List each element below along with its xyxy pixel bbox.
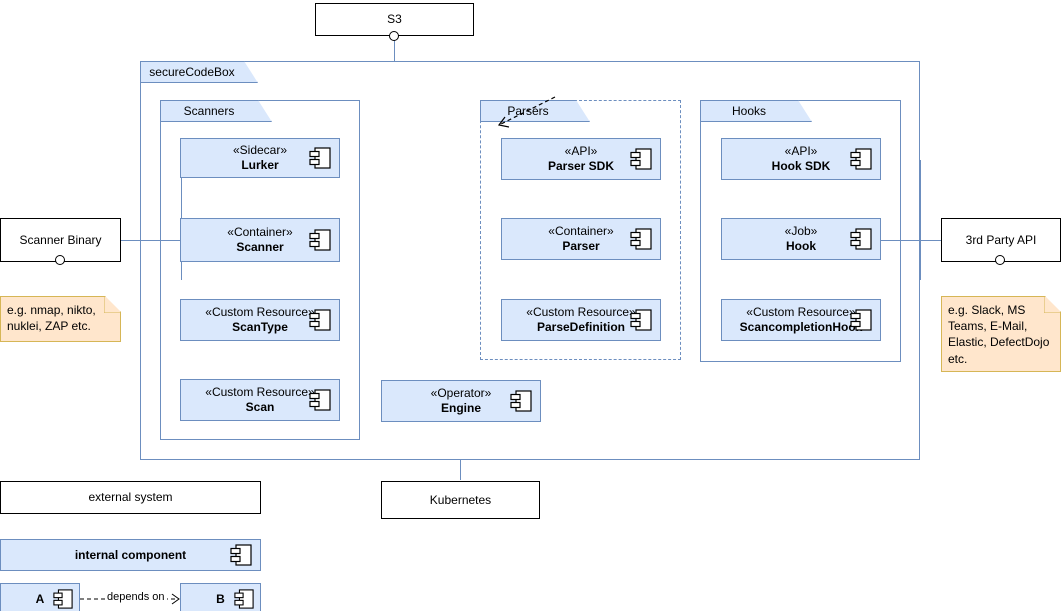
- connector-third-party-api-v2: [920, 160, 921, 280]
- external-box-third-party-api: 3rd Party API: [941, 218, 1061, 262]
- frame-scanners-label: Scanners: [160, 100, 272, 122]
- component-hook-name: Hook: [786, 238, 816, 253]
- note-fold-icon: [104, 297, 120, 313]
- component-engine-stereotype: «Operator»: [430, 385, 492, 400]
- component-scan-stereotype: «Custom Resource»: [205, 384, 315, 399]
- component-hook-stereotype: «Job»: [784, 223, 818, 238]
- component-hook-sdk[interactable]: «API» Hook SDK: [721, 138, 881, 180]
- component-scanner-name: Scanner: [236, 239, 284, 254]
- external-box-third-party-api-label: 3rd Party API: [965, 232, 1037, 247]
- dependency-arrow-parsers: [497, 96, 556, 128]
- frame-hooks-label: Hooks: [700, 100, 812, 122]
- legend-internal-component: internal component: [0, 539, 261, 571]
- component-hook[interactable]: «Job» Hook: [721, 218, 881, 260]
- component-engine-name: Engine: [440, 400, 481, 415]
- external-box-kubernetes-label: Kubernetes: [429, 492, 492, 507]
- component-parser-stereotype: «Container»: [548, 223, 614, 238]
- legend-node-a: A: [0, 583, 80, 611]
- frame-securecodebox: secureCodeBox: [140, 61, 920, 460]
- component-parser[interactable]: «Container» Parser: [501, 218, 661, 260]
- component-lurker-stereotype: «Sidecar»: [232, 142, 288, 157]
- connector-third-party-api-h: [880, 240, 942, 241]
- note-scanner-examples: e.g. nmap, nikto, nuklei, ZAP etc.: [0, 296, 121, 342]
- component-scantype-name: ScanType: [232, 319, 288, 334]
- component-scantype-stereotype: «Custom Resource»: [205, 304, 315, 319]
- connector-securecodebox-to-kubernetes: [460, 460, 461, 480]
- note-fold-icon: [1044, 297, 1060, 313]
- component-scan-name: Scan: [245, 399, 275, 414]
- uml-component-icon: [234, 589, 254, 609]
- component-parser-sdk[interactable]: «API» Parser SDK: [501, 138, 661, 180]
- component-hook-sdk-name: Hook SDK: [771, 158, 831, 173]
- component-parser-name: Parser: [562, 238, 600, 253]
- uml-component-icon: [850, 228, 872, 250]
- component-parser-sdk-stereotype: «API»: [564, 143, 598, 158]
- component-scan[interactable]: «Custom Resource» Scan: [180, 379, 340, 421]
- external-box-kubernetes: Kubernetes: [381, 481, 540, 519]
- lollipop-scanner-binary: [55, 255, 65, 265]
- lollipop-s3: [389, 31, 399, 41]
- component-lurker[interactable]: «Sidecar» Lurker: [180, 138, 340, 178]
- connector-scanner-binary-h: [121, 240, 181, 241]
- note-hook-examples: e.g. Slack, MS Teams, E-Mail, Elastic, D…: [941, 296, 1061, 372]
- component-scantype[interactable]: «Custom Resource» ScanType: [180, 299, 340, 341]
- uml-component-icon: [630, 228, 652, 250]
- legend-node-b: B: [180, 583, 261, 611]
- component-scancompletionhook-stereotype: «Custom Resource»: [746, 304, 856, 319]
- component-parsedefinition-name: ParseDefinition: [536, 319, 626, 334]
- component-engine[interactable]: «Operator» Engine: [381, 380, 541, 422]
- legend-external-system-label: external system: [88, 490, 173, 504]
- component-scanner[interactable]: «Container» Scanner: [180, 218, 340, 262]
- legend-edge-label: depends on: [105, 591, 167, 603]
- uml-component-icon: [53, 589, 73, 609]
- uml-component-icon: [309, 147, 331, 169]
- uml-component-icon: [630, 148, 652, 170]
- component-scancompletionhook-name: ScancompletionHook: [739, 319, 863, 334]
- legend-node-a-label: A: [35, 592, 45, 606]
- uml-component-icon: [309, 229, 331, 251]
- component-parsedefinition-stereotype: «Custom Resource»: [526, 304, 636, 319]
- legend-external-system: external system: [0, 481, 261, 514]
- external-box-s3: S3: [315, 3, 474, 36]
- component-lurker-name: Lurker: [241, 157, 279, 172]
- component-parsedefinition[interactable]: «Custom Resource» ParseDefinition: [501, 299, 661, 341]
- frame-securecodebox-label: secureCodeBox: [140, 61, 258, 83]
- frame-hooks: Hooks: [700, 100, 901, 362]
- external-box-scanner-binary-label: Scanner Binary: [19, 232, 102, 247]
- uml-component-icon: [230, 544, 252, 566]
- note-scanner-examples-text: e.g. nmap, nikto, nuklei, ZAP etc.: [7, 303, 96, 334]
- external-box-s3-label: S3: [387, 12, 402, 26]
- component-parser-sdk-name: Parser SDK: [547, 158, 615, 173]
- component-hook-sdk-stereotype: «API»: [784, 143, 818, 158]
- lollipop-third-party-api: [995, 255, 1005, 265]
- note-hook-examples-text: e.g. Slack, MS Teams, E-Mail, Elastic, D…: [948, 303, 1050, 366]
- connector-s3-to-securecodebox: [394, 34, 395, 61]
- legend-internal-component-label: internal component: [74, 548, 187, 562]
- uml-component-icon: [510, 390, 532, 412]
- component-scancompletionhook[interactable]: «Custom Resource» ScancompletionHook: [721, 299, 881, 341]
- legend-node-b-label: B: [216, 592, 225, 606]
- component-scanner-stereotype: «Container»: [227, 224, 293, 239]
- uml-component-icon: [850, 148, 872, 170]
- frame-scanners: Scanners: [160, 100, 360, 440]
